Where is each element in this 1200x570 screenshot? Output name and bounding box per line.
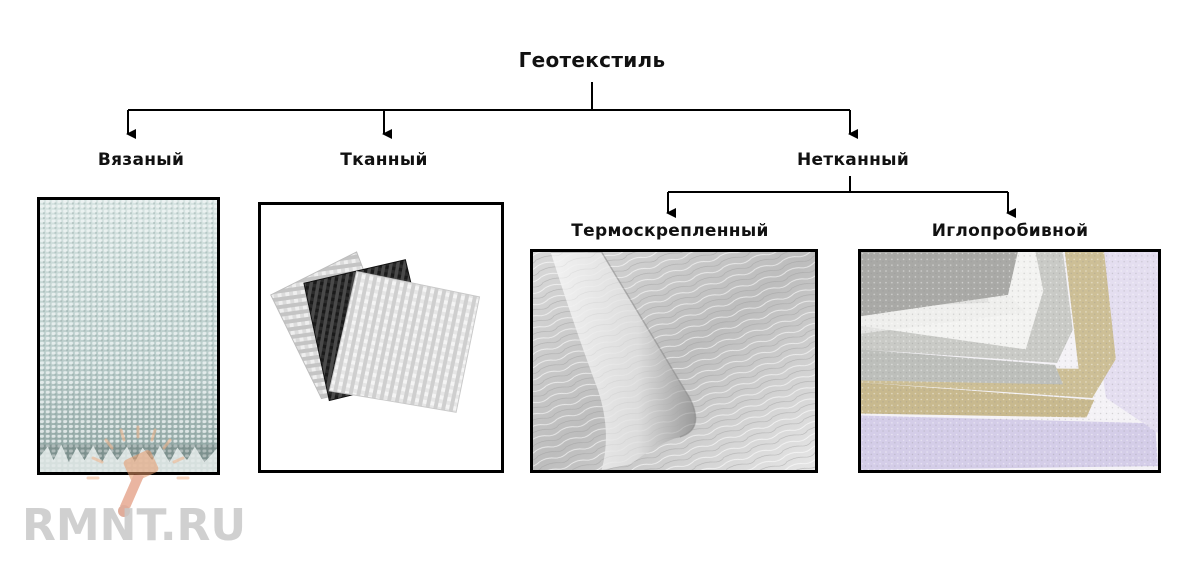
- label-knitted: Вязаный: [97, 150, 185, 170]
- image-knitted-geotextile: [37, 197, 220, 475]
- diagram-title: Геотекстиль: [518, 48, 666, 72]
- image-needle-punched-geotextile: [858, 249, 1161, 473]
- label-needle: Иглопробивной: [931, 221, 1089, 241]
- image-woven-geotextile: [258, 202, 504, 473]
- image-thermo-bonded-geotextile: [530, 249, 818, 473]
- label-nonwoven: Нетканный: [796, 150, 910, 170]
- rmnt-logo-icon: [86, 425, 190, 517]
- label-thermo: Термоскрепленный: [571, 221, 769, 241]
- watermark-text: RMNT.RU: [22, 500, 247, 551]
- label-woven: Тканный: [340, 150, 428, 170]
